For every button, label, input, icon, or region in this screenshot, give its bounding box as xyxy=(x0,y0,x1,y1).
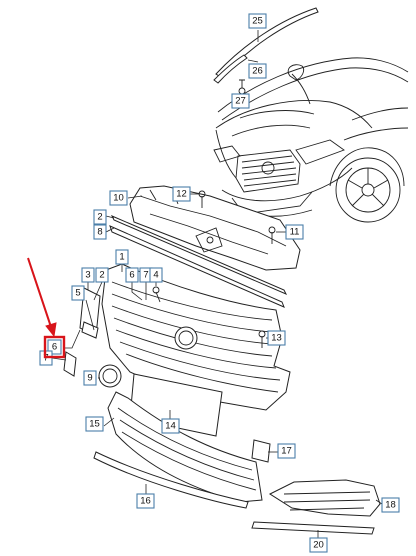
svg-text:26: 26 xyxy=(252,66,263,77)
trim-strips xyxy=(109,215,288,308)
svg-text:9: 9 xyxy=(87,373,92,384)
svg-text:11: 11 xyxy=(290,227,300,238)
callout-5[interactable]: 5 xyxy=(71,285,85,301)
callout-25[interactable]: 25 xyxy=(248,13,267,29)
callout-16[interactable]: 16 xyxy=(136,493,155,509)
callout-3[interactable]: 3 xyxy=(81,267,95,283)
svg-text:27: 27 xyxy=(235,96,246,107)
callout-14[interactable]: 14 xyxy=(161,418,180,434)
svg-text:2: 2 xyxy=(99,270,104,281)
callout-13[interactable]: 13 xyxy=(267,330,286,346)
svg-text:14: 14 xyxy=(165,421,176,432)
svg-text:20: 20 xyxy=(313,540,324,551)
callout-4[interactable]: 4 xyxy=(149,267,163,283)
svg-text:8: 8 xyxy=(97,227,102,238)
side-grille xyxy=(268,479,381,517)
lower-trim xyxy=(93,451,249,509)
callout-12[interactable]: 12 xyxy=(172,186,191,202)
svg-text:12: 12 xyxy=(176,189,187,200)
roof-moulding xyxy=(213,7,319,95)
highlight-annotation xyxy=(27,257,66,359)
lower-grille xyxy=(107,391,263,503)
callout-27[interactable]: 27 xyxy=(231,93,250,109)
callout-11[interactable]: 11 xyxy=(285,224,304,240)
svg-text:1: 1 xyxy=(119,252,124,263)
svg-text:25: 25 xyxy=(252,16,263,27)
svg-text:18: 18 xyxy=(385,500,396,511)
svg-text:10: 10 xyxy=(113,193,124,204)
svg-text:17: 17 xyxy=(281,446,292,457)
svg-text:16: 16 xyxy=(140,496,151,507)
svg-text:5: 5 xyxy=(75,288,80,299)
callout-2[interactable]: 2 xyxy=(93,209,107,225)
callout-10[interactable]: 10 xyxy=(109,190,128,206)
small-brackets xyxy=(63,287,101,377)
callout-15[interactable]: 15 xyxy=(85,416,104,432)
svg-text:2: 2 xyxy=(97,212,102,223)
callout-2-bracket[interactable]: 2 xyxy=(95,267,109,283)
svg-text:6: 6 xyxy=(52,342,57,353)
callout-26[interactable]: 26 xyxy=(248,63,267,79)
callout-17[interactable]: 17 xyxy=(277,443,296,459)
pointer-arrow xyxy=(27,257,53,331)
svg-text:3: 3 xyxy=(85,270,90,281)
svg-text:4: 4 xyxy=(153,270,158,281)
bracket-17 xyxy=(251,439,271,463)
callouts: 25 26 27 10 12 2 8 11 xyxy=(39,13,400,553)
upper-carrier xyxy=(129,185,301,271)
highlight-box xyxy=(43,335,66,359)
emblem xyxy=(98,364,122,388)
trim-20 xyxy=(251,521,375,535)
car-drawing xyxy=(213,57,409,223)
svg-text:15: 15 xyxy=(89,419,100,430)
radiator-grille xyxy=(101,263,291,411)
callout-9[interactable]: 9 xyxy=(83,370,97,386)
svg-text:6: 6 xyxy=(129,270,134,281)
callout-20[interactable]: 20 xyxy=(309,537,328,553)
callout-1[interactable]: 1 xyxy=(115,249,129,265)
callout-8[interactable]: 8 xyxy=(93,224,107,240)
callout-6-upper[interactable]: 6 xyxy=(125,267,139,283)
svg-text:13: 13 xyxy=(271,333,282,344)
callout-18[interactable]: 18 xyxy=(381,497,400,513)
arrow-head xyxy=(45,322,57,338)
svg-text:7: 7 xyxy=(143,270,148,281)
